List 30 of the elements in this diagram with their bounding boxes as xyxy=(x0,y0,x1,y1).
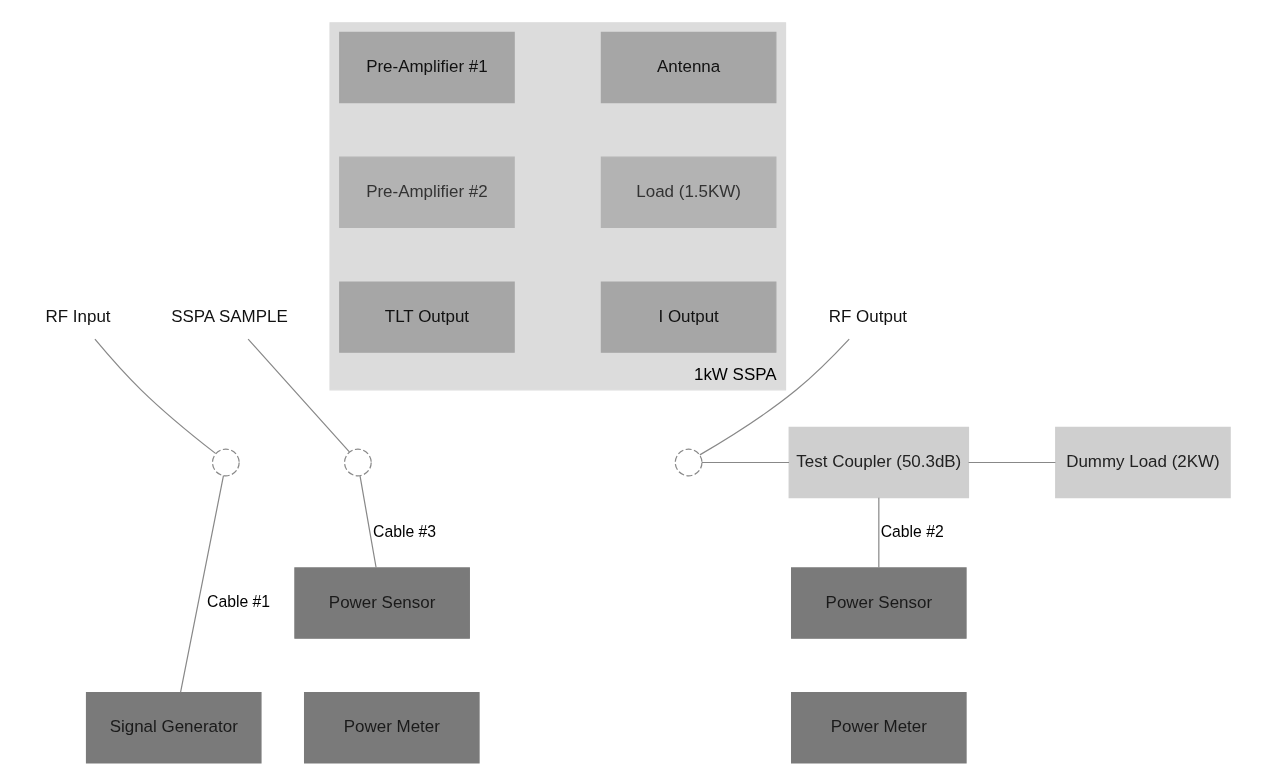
node-box: Power Sensor xyxy=(293,567,470,639)
connector xyxy=(877,497,879,569)
node-text: SSPA SAMPLE xyxy=(170,306,288,326)
edge-label: Cable #1 xyxy=(206,593,270,611)
node-circle xyxy=(211,448,240,477)
connector xyxy=(700,461,790,464)
node-text: RF Input xyxy=(45,306,111,326)
node-box: I Output xyxy=(600,281,776,353)
node-box: Power Sensor xyxy=(790,567,967,639)
node-box: Pre-Amplifier #2 xyxy=(338,156,515,229)
node-box: Load (1.5KW) xyxy=(600,156,776,229)
edge-label: Cable #2 xyxy=(880,522,944,540)
connector xyxy=(358,475,377,569)
node-text: RF Output xyxy=(828,306,907,326)
connector xyxy=(967,461,1056,464)
node-box: Pre-Amplifier #1 xyxy=(338,31,515,104)
connector xyxy=(179,475,224,693)
node-box: Test Coupler (50.3dB) xyxy=(788,426,969,499)
node-box: Power Meter xyxy=(790,692,967,764)
connector xyxy=(698,338,850,456)
node-circle xyxy=(674,448,703,477)
connector xyxy=(93,338,216,454)
node-box: Dummy Load (2KW) xyxy=(1054,426,1231,499)
edge-label: Cable #3 xyxy=(372,522,436,540)
node-box: Signal Generator xyxy=(85,692,262,764)
node-circle xyxy=(343,448,372,477)
node-box: Antenna xyxy=(600,31,776,104)
node-box: Power Meter xyxy=(303,692,480,764)
connector xyxy=(247,338,350,453)
node-box: TLT Output xyxy=(338,281,515,353)
